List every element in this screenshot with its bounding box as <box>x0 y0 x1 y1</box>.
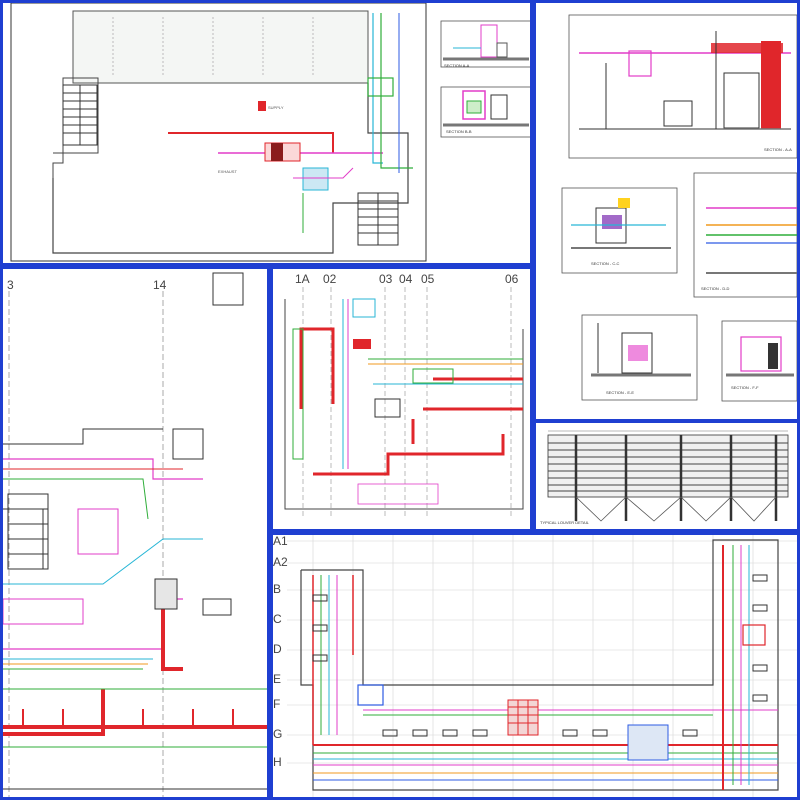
left-plan-drawing: 3 14 <box>3 272 267 797</box>
middle-plan-drawing: 1A 02 03 04 05 06 <box>284 272 524 519</box>
top-left-plan-drawing: SUPPLY EXHAUST SECTION A-A SECTION B-B <box>10 3 530 262</box>
row-label: G <box>273 727 282 741</box>
panel-left-floor-plan: 3 14 <box>0 266 270 800</box>
panel-top-left-floor-plan: SUPPLY EXHAUST SECTION A-A SECTION B-B <box>0 0 533 266</box>
row-label: A2 <box>273 555 288 569</box>
bottom-plan-drawing: A1 A2 B C D E F G H <box>273 535 797 797</box>
grid-label: 03 <box>379 272 393 286</box>
section-aa-label: SECTION A-A <box>444 63 470 68</box>
sections-drawing: SECTION - A-A SECTION - C-C SECTION - D-… <box>561 14 797 402</box>
grid-label: 02 <box>323 272 337 286</box>
row-label: F <box>273 697 280 711</box>
section-dd-label: SECTION - D-D <box>701 286 730 291</box>
row-label: B <box>273 582 281 596</box>
panel-sections-right: SECTION - A-A SECTION - C-C SECTION - D-… <box>533 0 800 422</box>
panel-louver-detail: TYPICAL LOUVER DETAIL <box>533 420 800 532</box>
row-label: D <box>273 642 282 656</box>
panel-middle-floor-plan: 1A 02 03 04 05 06 <box>270 266 533 532</box>
grid-label: 1A <box>295 272 310 286</box>
section-bb-label: SECTION B-B <box>446 129 472 134</box>
row-label: C <box>273 612 282 626</box>
louver-detail-drawing: TYPICAL LOUVER DETAIL <box>540 430 789 525</box>
svg-text:EXHAUST: EXHAUST <box>218 169 237 174</box>
section-a-large-label: SECTION - A-A <box>764 147 792 152</box>
row-label: H <box>273 755 282 769</box>
louver-detail-label: TYPICAL LOUVER DETAIL <box>540 520 590 525</box>
grid-label: 3 <box>7 278 14 292</box>
row-label: A1 <box>273 535 288 548</box>
grid-label: 14 <box>153 278 167 292</box>
section-ff-label: SECTION - F-F <box>731 385 759 390</box>
section-cc-label: SECTION - C-C <box>591 261 620 266</box>
panel-bottom-floor-plan: A1 A2 B C D E F G H <box>270 532 800 800</box>
grid-label: 04 <box>399 272 413 286</box>
section-ee-label: SECTION - E-E <box>606 390 634 395</box>
grid-label: 06 <box>505 272 519 286</box>
row-label: E <box>273 672 281 686</box>
grid-label: 05 <box>421 272 435 286</box>
svg-text:SUPPLY: SUPPLY <box>268 105 284 110</box>
